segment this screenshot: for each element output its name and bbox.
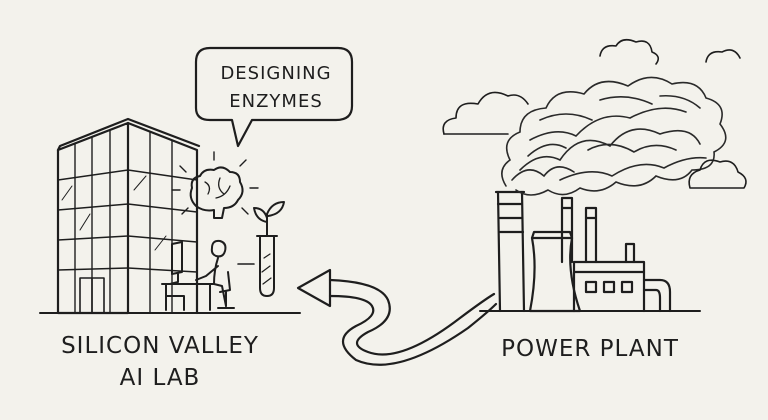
scientist-at-desk bbox=[161, 239, 235, 311]
brain-icon bbox=[171, 151, 259, 219]
speech-bubble-line-1: DESIGNING bbox=[220, 63, 332, 84]
smoke-cloud bbox=[501, 76, 727, 196]
ai-lab-label-line-1: SILICON VALLEY bbox=[61, 333, 259, 359]
ground-lines bbox=[39, 310, 701, 314]
speech-bubble-text: DESIGNING ENZYMES bbox=[196, 60, 356, 116]
ai-lab-label: SILICON VALLEY AI LAB bbox=[40, 330, 280, 394]
ai-lab-label-line-2: AI LAB bbox=[119, 365, 201, 391]
power-plant bbox=[494, 190, 672, 313]
background-clouds bbox=[442, 38, 747, 189]
power-plant-label: POWER PLANT bbox=[501, 336, 679, 362]
speech-bubble-line-2: ENZYMES bbox=[229, 91, 323, 112]
speech-bubble bbox=[194, 46, 354, 148]
energy-flow-arrow bbox=[296, 268, 498, 366]
plant-test-tube-icon bbox=[253, 201, 285, 297]
